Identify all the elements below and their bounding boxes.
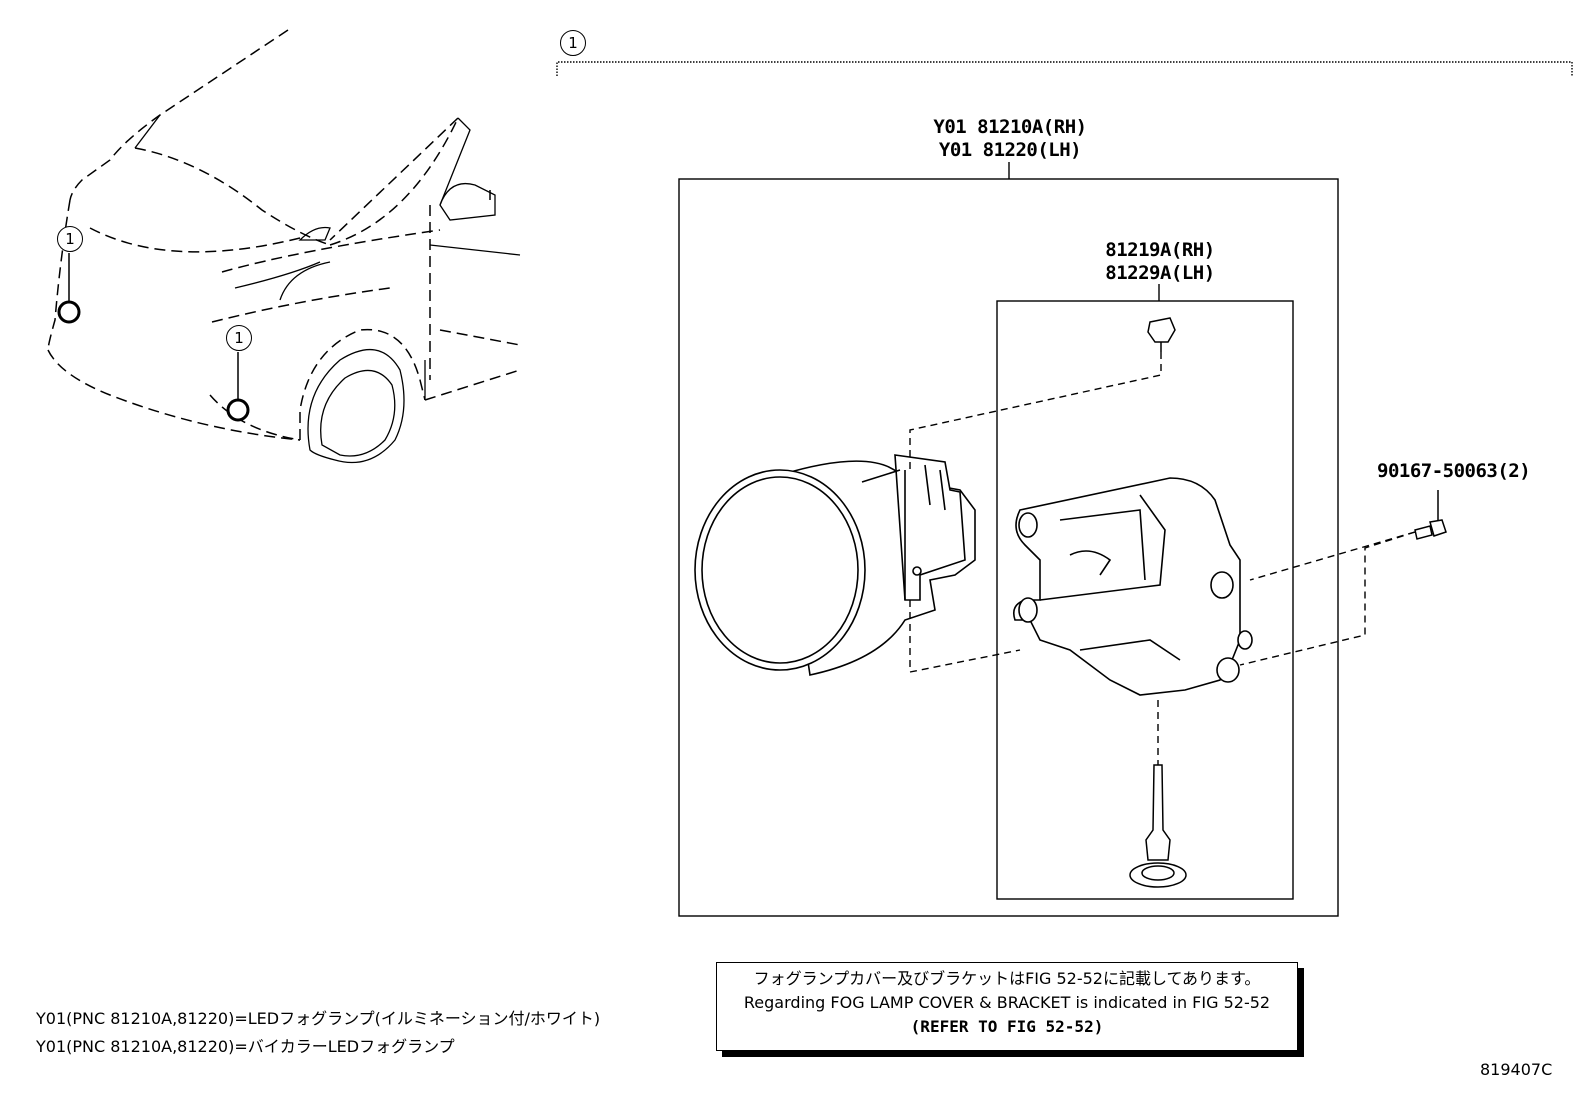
footnote-1: Y01(PNC 81210A,81220)=LEDフォグランプ(イルミネーション… (36, 1009, 601, 1028)
fog-lamp-location-left (57, 300, 81, 324)
note-japanese: フォグランプカバー及びブラケットはFIG 52-52に記載してあります。 (753, 969, 1261, 988)
location-callout-marker-left: 1 (57, 226, 83, 252)
fog-lamp-assembly-label: Y01 81210A(RH) Y01 81220(LH) (900, 116, 1120, 162)
vehicle-solid-details (134, 114, 521, 464)
vehicle-front-outline (47, 29, 521, 441)
assembly-callout-marker: 1 (560, 30, 586, 56)
fog-lamp-bracket (1012, 477, 1253, 696)
note-english: Regarding FOG LAMP COVER & BRACKET is in… (743, 993, 1271, 1012)
bolt-part-label: 90167-50063(2) (1377, 460, 1531, 482)
bracket-label: 81219A(RH) 81229A(LH) (1080, 239, 1240, 285)
fog-lamp-assembly-rh: Y01 81210A(RH) (933, 116, 1087, 138)
bracket-part-lh: 81229A(LH) (1105, 262, 1215, 284)
figure-number: 819407C (1480, 1060, 1553, 1079)
assembly-leader-lines (909, 352, 1416, 765)
bracket-clip (1147, 317, 1176, 352)
bracket-part-rh: 81219A(RH) (1105, 239, 1215, 261)
footnote-2: Y01(PNC 81210A,81220)=バイカラーLEDフォグランプ (36, 1037, 455, 1056)
location-callout-marker-right: 1 (226, 325, 252, 351)
fog-lamp-unit (694, 454, 976, 676)
fog-lamp-location-right (226, 398, 250, 422)
note-reference: (REFER TO FIG 52-52) (910, 1017, 1104, 1036)
aiming-screw (1129, 764, 1187, 888)
assembly-range-bracket (556, 61, 1573, 76)
fog-lamp-assembly-lh: Y01 81220(LH) (938, 139, 1082, 161)
bracket-box (996, 300, 1294, 900)
reference-note-box: フォグランプカバー及びブラケットはFIG 52-52に記載してあります。 Reg… (716, 962, 1298, 1051)
mounting-bolt (1414, 490, 1447, 540)
